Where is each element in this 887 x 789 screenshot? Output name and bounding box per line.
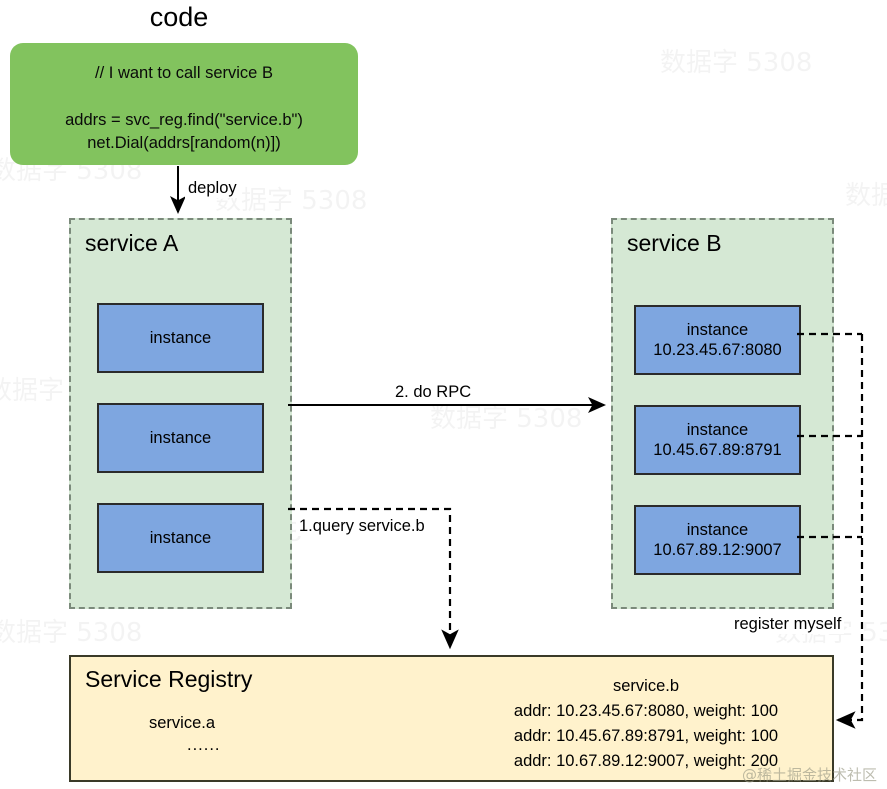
code-box: // I want to call service B addrs = svc_…	[10, 43, 358, 165]
service-b-title: service B	[627, 230, 722, 256]
registry-service-b-name: service.b	[612, 677, 680, 695]
registry-row: addr: 10.23.45.67:8080, weight: 100	[513, 702, 779, 720]
service-a-instance-2: instance	[97, 403, 264, 473]
instance-label: instance	[686, 421, 749, 439]
registry-service-a-more: ......	[187, 736, 221, 754]
service-registry-box: Service Registry service.a ...... servic…	[69, 655, 834, 782]
instance-address: 10.23.45.67:8080	[653, 341, 782, 359]
service-a-instance-1: instance	[97, 303, 264, 373]
code-dial-line: net.Dial(addrs[random(n)])	[87, 134, 281, 152]
code-comment-line: // I want to call service B	[95, 64, 273, 82]
registry-row: addr: 10.45.67.89:8791, weight: 100	[513, 727, 779, 745]
service-b-instance-1: instance 10.23.45.67:8080	[634, 305, 801, 375]
registry-service-a-name: service.a	[149, 714, 216, 732]
registry-title: Service Registry	[85, 666, 253, 692]
registry-left-column: service.a ......	[149, 712, 369, 756]
corner-watermark: @稀土掘金技术社区	[741, 766, 877, 784]
instance-address: 10.67.89.12:9007	[653, 541, 782, 559]
register-label: register myself	[731, 614, 845, 634]
code-find-line: addrs = svc_reg.find("service.b")	[65, 111, 303, 129]
registry-row: addr: 10.67.89.12:9007, weight: 200	[513, 752, 779, 770]
instance-label: instance	[149, 429, 212, 447]
service-a-title: service A	[85, 230, 179, 256]
instance-label: instance	[686, 321, 749, 339]
query-arrow	[288, 507, 459, 650]
query-label: 1.query service.b	[296, 516, 428, 536]
service-b-instance-3: instance 10.67.89.12:9007	[634, 505, 801, 575]
instance-label: instance	[686, 521, 749, 539]
instance-label: instance	[149, 329, 212, 347]
instance-address: 10.45.67.89:8791	[653, 441, 782, 459]
rpc-label: 2. do RPC	[392, 382, 475, 402]
instance-label: instance	[149, 529, 212, 547]
register-arrow	[835, 334, 864, 729]
service-b-instance-2: instance 10.45.67.89:8791	[634, 405, 801, 475]
registry-right-column: service.b addr: 10.23.45.67:8080, weight…	[471, 674, 821, 774]
code-title: code	[149, 2, 209, 32]
deploy-label: deploy	[185, 178, 240, 198]
service-a-instance-3: instance	[97, 503, 264, 573]
